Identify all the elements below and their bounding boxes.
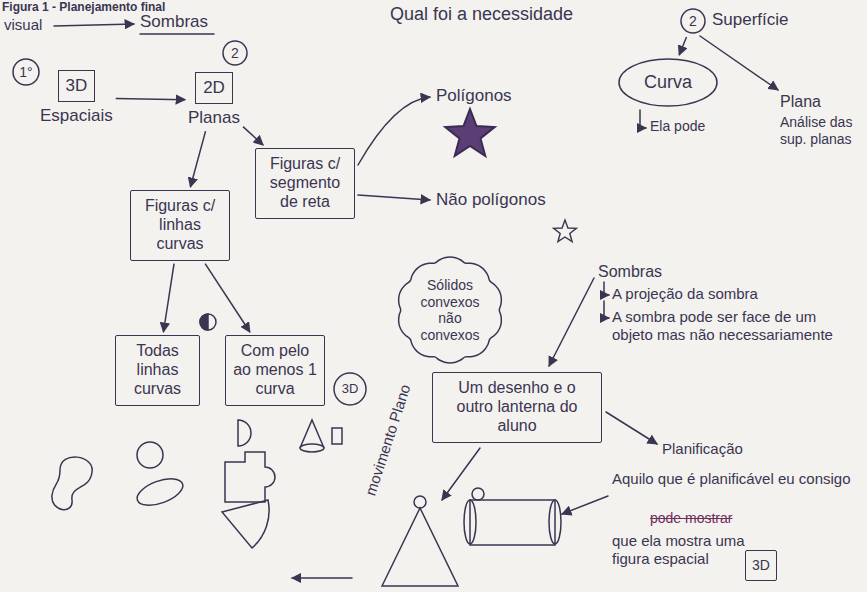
- leader-arrow: [54, 24, 134, 26]
- leader-arrow: [358, 97, 430, 165]
- box-text: 3D: [58, 70, 96, 102]
- number-circle: 1°: [12, 58, 40, 86]
- leader-arrow: [700, 36, 778, 90]
- leader-arrow: [549, 278, 594, 366]
- note-text: que ela mostra uma figura espacial: [612, 532, 762, 568]
- number-circle: 3D: [333, 372, 367, 406]
- blob-figure: [52, 457, 92, 510]
- half-circle-figure: [238, 420, 251, 446]
- sector-figure: [222, 500, 269, 548]
- cloud-node: Sólidos convexos não convexos: [395, 255, 505, 365]
- box-text: 2D: [195, 72, 233, 104]
- leader-arrow: [292, 577, 352, 579]
- topic-text: Superfície: [712, 10, 789, 30]
- cylinder-end: [549, 500, 561, 544]
- rotated-note: movimento Plano: [362, 382, 415, 498]
- concept-box: Com pelo ao menos 1 curva: [225, 335, 325, 406]
- oval-outline-path: [619, 59, 717, 106]
- node-text: 2: [231, 45, 239, 62]
- cylinder-figure: [470, 500, 555, 545]
- circle-outline-path: [13, 59, 39, 85]
- node-text: Figuras c/ segmento de reta: [262, 155, 348, 212]
- branch-text: Polígonos: [436, 86, 512, 106]
- struck-text: pode mostrar: [650, 510, 732, 527]
- node-text: Espaciais: [40, 106, 113, 126]
- concept-box: Um desenho e o outro lanterna do aluno: [432, 372, 602, 443]
- node-text: Todas linhas curvas: [122, 342, 193, 399]
- triangle-figure: [382, 508, 458, 586]
- topic-text: Sombras: [140, 12, 208, 32]
- circle-figure: [137, 442, 163, 468]
- question-text: Qual foi a necessidade: [390, 4, 573, 26]
- leader-arrow: [442, 448, 480, 500]
- note-text: A sombra pode ser face de um objeto mas …: [612, 308, 857, 344]
- leader-arrow: [358, 195, 430, 200]
- concept-box: Todas linhas curvas: [115, 335, 200, 406]
- node-text: Um desenho e o outro lanterna do aluno: [439, 379, 595, 436]
- node-text: Figuras c/ linhas curvas: [137, 197, 223, 254]
- node-text: Curva: [644, 72, 692, 93]
- leader-arrow: [562, 496, 608, 514]
- concept-box: Figuras c/ segmento de reta: [255, 148, 355, 219]
- connector: [163, 264, 174, 332]
- cloud-outline: [395, 255, 505, 365]
- connector: [116, 99, 185, 100]
- number-circle: 2: [680, 8, 706, 34]
- light-figure: [472, 488, 484, 500]
- small-box: 3D: [745, 550, 777, 581]
- topic-text: Planificação: [662, 440, 743, 458]
- underline: [140, 33, 214, 35]
- node-text: Planas: [188, 108, 240, 128]
- connector: [190, 131, 205, 187]
- curve-symbol: [200, 314, 216, 330]
- node-text: Sólidos convexos não convexos: [417, 277, 483, 343]
- filled-star: [445, 109, 494, 156]
- labeled-box: 2D Planas: [188, 72, 240, 128]
- note-text: visual: [4, 16, 42, 34]
- node-text: 3D: [752, 557, 770, 574]
- small-cylinder: [332, 428, 342, 444]
- connector: [205, 264, 250, 332]
- node-text: 1°: [19, 64, 32, 81]
- outline-star: [554, 220, 577, 242]
- hook-arrow: [640, 110, 646, 128]
- branch-text: Não polígonos: [436, 190, 546, 210]
- mixed-figure: [225, 452, 275, 502]
- circle-outline-path: [223, 41, 247, 65]
- hook-arrow: [604, 282, 609, 295]
- node-text: 3D: [342, 381, 359, 396]
- leader-arrow: [606, 412, 657, 444]
- note-text: A projeção da sombra: [612, 285, 758, 303]
- cylinder-end: [464, 500, 476, 544]
- ellipse-figure: [134, 473, 187, 510]
- light-figure: [414, 496, 426, 508]
- number-circle: 2: [222, 40, 248, 66]
- circle-outline-path: [681, 9, 705, 33]
- curve-symbol-fill: [200, 314, 208, 330]
- note-text: Aquilo que é planificável eu consigo: [612, 470, 852, 488]
- cloud-outline-path: [399, 257, 502, 363]
- oval-node: Curva: [618, 58, 718, 107]
- hook-arrow: [604, 301, 609, 318]
- note-text: Análise das sup. planas: [780, 114, 860, 148]
- circle-outline-path: [334, 373, 366, 405]
- labeled-box: 3D Espaciais: [40, 70, 113, 126]
- branch-text: Plana: [780, 92, 821, 111]
- connector: [243, 127, 263, 145]
- note-text: Ela pode: [650, 118, 705, 135]
- node-text: Com pelo ao menos 1 curva: [232, 342, 318, 399]
- topic-text: Sombras: [598, 262, 662, 281]
- concept-box: Figuras c/ linhas curvas: [130, 190, 230, 261]
- cone-base: [300, 444, 324, 452]
- connector: [679, 37, 686, 55]
- node-text: 2: [689, 13, 697, 30]
